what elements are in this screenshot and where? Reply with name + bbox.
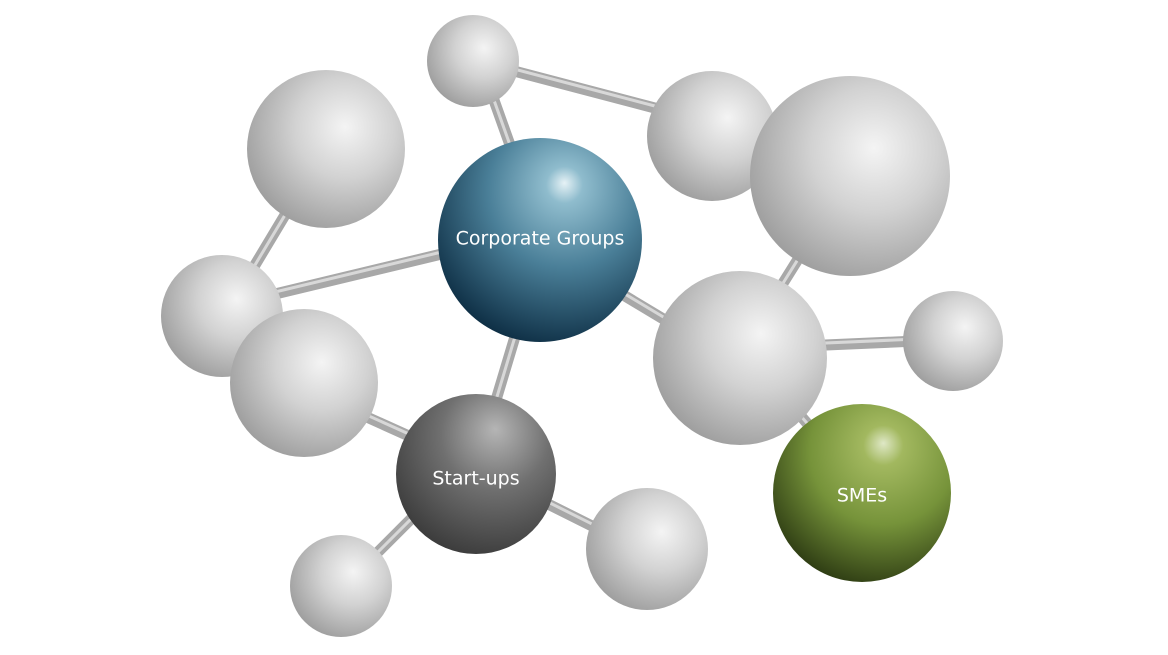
sphere-neutral (647, 71, 777, 201)
label-startups: Start-ups (432, 468, 519, 490)
sphere-neutral (290, 535, 392, 637)
sphere-neutral (903, 291, 1003, 391)
spheres: Corporate Groups Start-ups SMEs (161, 15, 1003, 637)
label-smes: SMEs (837, 485, 887, 507)
sphere-neutral (247, 70, 405, 228)
sphere-corporate-groups (438, 138, 642, 342)
sphere-neutral (750, 76, 950, 276)
node-startups[interactable]: Start-ups (396, 394, 556, 554)
sphere-startups (396, 394, 556, 554)
sphere-smes (773, 404, 951, 582)
sphere-neutral (586, 488, 708, 610)
connector (489, 60, 676, 118)
node-corporate-groups[interactable]: Corporate Groups (438, 138, 642, 342)
connector (244, 246, 456, 306)
sphere-neutral (230, 309, 378, 457)
label-corporate-groups: Corporate Groups (456, 228, 625, 250)
sphere-neutral (427, 15, 519, 107)
sphere-neutral (653, 271, 827, 445)
node-smes[interactable]: SMEs (773, 404, 951, 582)
